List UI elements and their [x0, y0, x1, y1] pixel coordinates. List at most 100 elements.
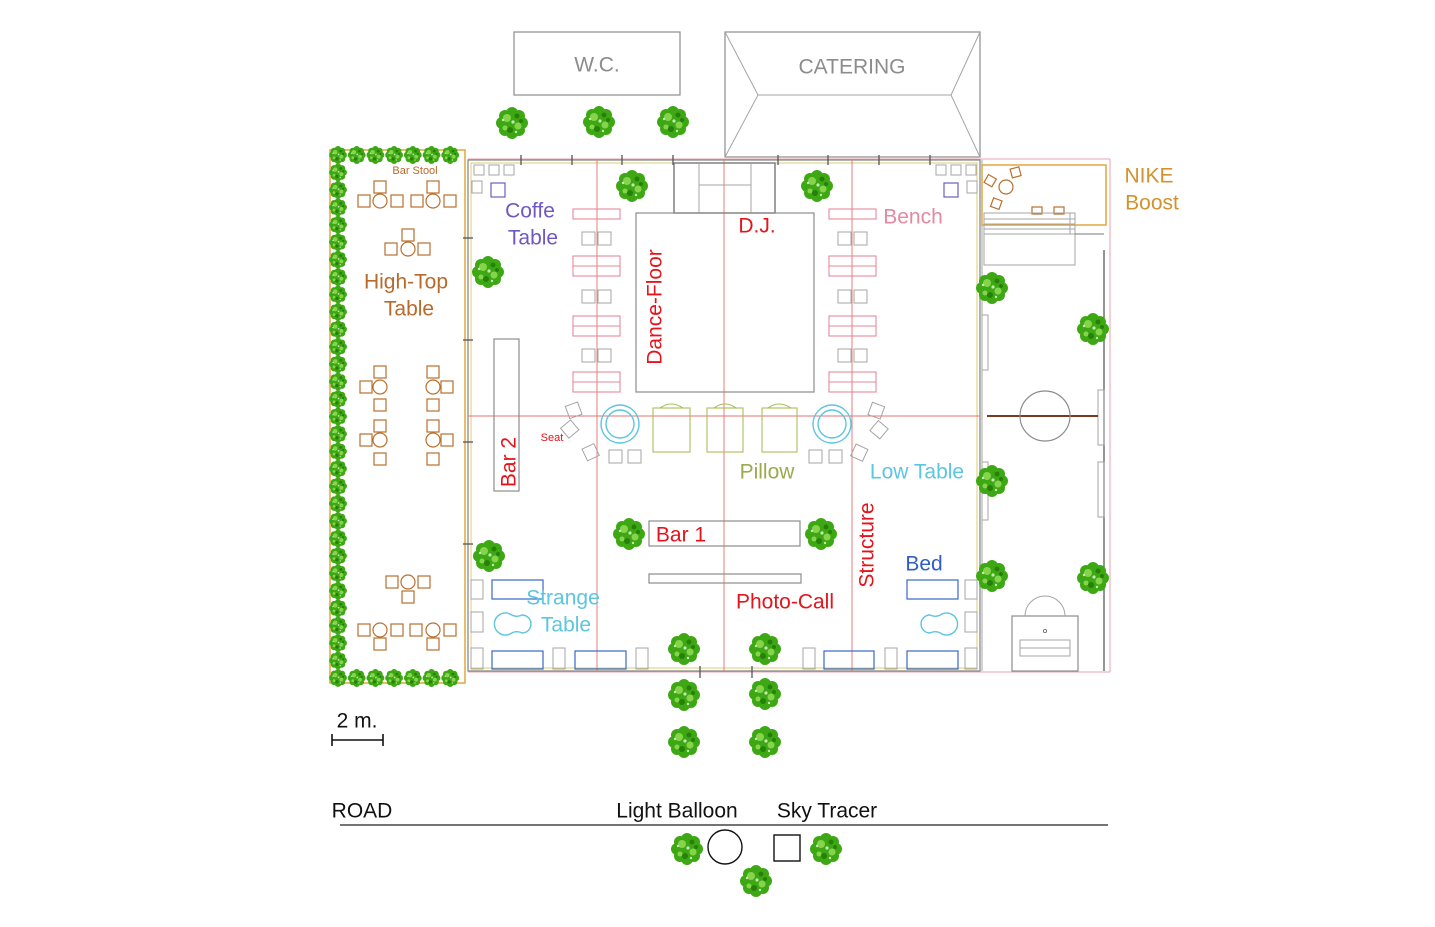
- hedge-tree-icon: [422, 146, 441, 164]
- hedge-tree-icon: [329, 634, 347, 652]
- benches: [572, 208, 877, 393]
- hedge-tree-icon: [403, 146, 422, 164]
- hedge-tree-icon: [385, 669, 404, 687]
- hedge-tree-icon: [329, 146, 347, 164]
- bed-label: Bed: [905, 553, 942, 576]
- tree-icon: [1077, 562, 1109, 594]
- bench-chairs: [581, 231, 868, 363]
- bar-stool: [443, 194, 457, 208]
- high-top-label-line2: Table: [384, 298, 434, 321]
- hedge-tree-icon: [329, 616, 347, 635]
- bar-stool: [390, 623, 404, 637]
- nike-boost-area: NIKE Boost: [981, 164, 1179, 226]
- road-label: ROAD: [332, 800, 393, 823]
- bar-1: Bar 1: [648, 520, 801, 547]
- hedge-tree-icon: [329, 285, 347, 304]
- bar-stool: [426, 452, 440, 466]
- fence-ticks: [463, 155, 931, 678]
- hedge-tree-icon: [329, 599, 347, 618]
- hedge-tree-icon: [329, 424, 347, 443]
- hedge-tree-icon: [385, 146, 404, 164]
- high-top-table: [400, 241, 416, 257]
- bar-stool: [359, 380, 373, 394]
- strange-table-label-line1: Strange: [526, 587, 600, 610]
- garden-area: Bar Stool High-Top Table: [329, 146, 466, 687]
- bar-stool: [409, 623, 423, 637]
- hedge-tree-icon: [329, 390, 347, 408]
- bar-stool: [385, 575, 399, 589]
- strange-tables: [493, 612, 959, 636]
- hedge-tree-icon: [329, 355, 347, 374]
- hedge-tree-icon: [329, 512, 347, 530]
- bar-stool: [410, 194, 424, 208]
- tree-icon: [801, 170, 833, 202]
- bar-stool: [357, 623, 371, 637]
- bar-stool: [426, 365, 440, 379]
- sky-tracer: [773, 834, 801, 862]
- bar-2-label: Bar 2: [498, 437, 521, 487]
- bar-stool: [373, 452, 387, 466]
- tree-icon: [976, 465, 1008, 497]
- corner-chairs: [471, 164, 978, 194]
- bar-stool: [440, 380, 454, 394]
- dj-booth: D.J.: [673, 162, 776, 238]
- hedge-tree-icon: [347, 669, 366, 687]
- high-top-label-line1: High-Top: [364, 271, 448, 294]
- coffee-table-label-line1: Coffe: [505, 200, 555, 223]
- hedge-tree-icon: [329, 180, 347, 199]
- tree-icon: [749, 633, 781, 665]
- beds: [491, 579, 959, 670]
- hedge-tree-icon: [329, 477, 347, 496]
- hedge-tree-icon: [329, 320, 347, 339]
- bar-stool: [373, 365, 387, 379]
- bar-stool: [426, 419, 440, 433]
- photo-call-label: Photo-Call: [736, 591, 834, 614]
- tree-icon: [613, 518, 645, 550]
- hedge-tree-icon: [329, 651, 347, 670]
- coffee-table-left: [490, 182, 506, 198]
- bar-stool: [440, 433, 454, 447]
- dj-label: D.J.: [738, 215, 775, 238]
- bar-stool: [390, 194, 404, 208]
- hedge-tree-icon: [329, 215, 347, 234]
- main-structure: Coffe Table D.J. Dance-Floor Bench: [463, 155, 1111, 678]
- tree-icon: [805, 518, 837, 550]
- tree-icon: [740, 865, 772, 897]
- hedge-tree-icon: [329, 337, 347, 356]
- hedge-tree-icon: [347, 146, 366, 164]
- bar-stool: [373, 637, 387, 651]
- catering-building: CATERING: [724, 31, 981, 158]
- tree-icon: [472, 256, 504, 288]
- hedge-tree-icon: [366, 146, 385, 164]
- tree-icon: [668, 726, 700, 758]
- pillow-label: Pillow: [740, 461, 796, 484]
- wc-label: W.C.: [574, 54, 620, 77]
- bar-stool: [359, 433, 373, 447]
- wc-building: W.C.: [513, 31, 681, 96]
- dance-floor: Dance-Floor: [635, 212, 815, 393]
- sky-tracer-label: Sky Tracer: [777, 800, 877, 823]
- hedge-tree-icon: [329, 198, 347, 217]
- bar-stool: [384, 242, 398, 256]
- high-top-tables: [357, 180, 457, 651]
- bar-stool: [443, 623, 457, 637]
- bar-stool: [417, 575, 431, 589]
- high-top-table: [372, 193, 388, 209]
- tree-icon: [473, 540, 505, 572]
- coffee-table-label-line2: Table: [508, 227, 558, 250]
- road: ROAD Light Balloon Sky Tracer: [332, 800, 1108, 865]
- bar-stool: [401, 590, 415, 604]
- seats: [559, 401, 889, 464]
- tree-icon: [976, 560, 1008, 592]
- hedge-tree-icon: [329, 250, 347, 269]
- tree-icon: [749, 726, 781, 758]
- hedge-tree-icon: [329, 581, 347, 600]
- nike-label-line1: NIKE: [1124, 165, 1173, 188]
- hedge-tree-icon: [329, 546, 347, 565]
- tree-icon: [976, 272, 1008, 304]
- hedge-tree-icon: [329, 302, 347, 321]
- hedge-tree-icon: [441, 669, 460, 687]
- hedge: [329, 146, 460, 687]
- hedge-tree-icon: [329, 163, 347, 182]
- tree-icon: [671, 833, 703, 865]
